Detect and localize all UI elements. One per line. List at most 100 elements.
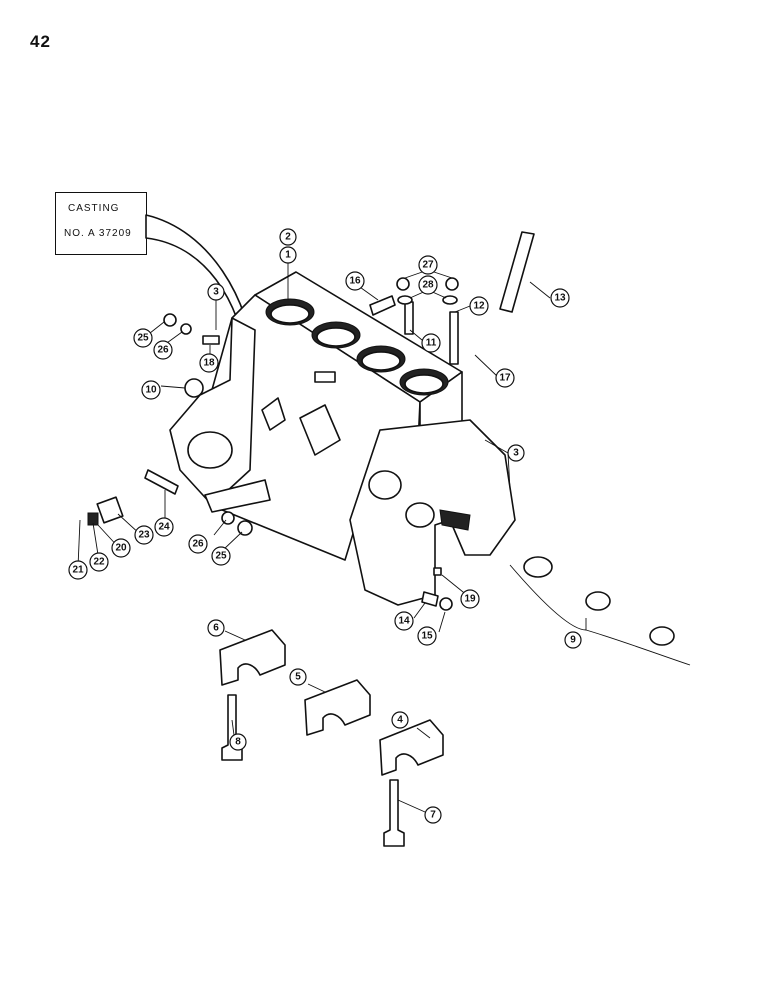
- nut-25b-shape: [237, 520, 253, 536]
- lower-rail: [204, 479, 271, 513]
- side-boss: [314, 371, 336, 383]
- side-port-2: [299, 404, 341, 456]
- callout-25-lower: 25: [211, 546, 231, 566]
- bearing-cap-6-shape: [219, 629, 286, 686]
- callout-4: 4: [391, 711, 409, 729]
- svg-text:24: 24: [158, 522, 170, 533]
- washer-28a-shape: [397, 295, 413, 305]
- nut-27b-shape: [445, 277, 459, 291]
- callout-14: 14: [394, 611, 414, 631]
- callout-3-upper: 3: [207, 283, 225, 301]
- callout-21: 21: [68, 560, 88, 580]
- cylinder-bore-1-inner: [270, 304, 310, 324]
- bolt-8-shape: [221, 694, 243, 761]
- fitting-14-shape: [421, 591, 439, 607]
- svg-text:1: 1: [285, 250, 291, 261]
- front-bore-1: [368, 470, 402, 500]
- callout-17: 17: [495, 368, 515, 388]
- bolt-24-shape: [144, 469, 179, 495]
- bushing-9a-shape: [523, 556, 553, 578]
- callout-9: 9: [564, 631, 582, 649]
- svg-text:10: 10: [145, 385, 157, 396]
- page-number: 42: [30, 32, 51, 51]
- svg-text:23: 23: [138, 530, 150, 541]
- svg-text:21: 21: [72, 565, 84, 576]
- cylinder-block: [169, 271, 516, 606]
- stud-12-shape: [449, 311, 459, 365]
- bearing-cap-5-shape: [304, 679, 371, 736]
- svg-text:25: 25: [137, 333, 149, 344]
- svg-text:11: 11: [426, 338, 437, 349]
- plug-10-shape: [184, 378, 204, 398]
- callout-7: 7: [424, 806, 442, 824]
- svg-text:13: 13: [554, 293, 566, 304]
- callout-13: 13: [550, 288, 570, 308]
- callout-27: 27: [418, 255, 438, 275]
- svg-text:26: 26: [192, 539, 204, 550]
- svg-text:22: 22: [93, 557, 105, 568]
- svg-text:16: 16: [349, 276, 361, 287]
- svg-text:20: 20: [115, 543, 127, 554]
- svg-text:28: 28: [422, 280, 434, 291]
- callout-3-right: 3: [507, 444, 525, 462]
- bolt-16-shape: [369, 295, 396, 316]
- svg-text:8: 8: [235, 737, 241, 748]
- callout-12: 12: [469, 296, 489, 316]
- callout-15: 15: [417, 626, 437, 646]
- callout-11: 11: [421, 333, 441, 353]
- side-port-1: [261, 397, 286, 431]
- callout-28: 28: [418, 275, 438, 295]
- cylinder-bore-2-inner: [316, 327, 356, 347]
- nut-27a-shape: [396, 277, 410, 291]
- rear-bore: [187, 431, 233, 469]
- bushing-9b-shape: [585, 591, 611, 611]
- svg-text:18: 18: [203, 358, 215, 369]
- callout-2: 2: [279, 228, 297, 246]
- callout-26-left: 26: [153, 340, 173, 360]
- svg-text:7: 7: [430, 810, 436, 821]
- svg-text:6: 6: [213, 623, 219, 634]
- svg-text:25: 25: [215, 551, 227, 562]
- callout-24: 24: [154, 517, 174, 537]
- dowel-18-shape: [202, 335, 220, 345]
- callout-25-left: 25: [133, 328, 153, 348]
- svg-text:4: 4: [397, 715, 403, 726]
- bearing-cap-4-shape: [379, 719, 444, 776]
- callout-10: 10: [141, 380, 161, 400]
- plate-23-shape: [96, 496, 124, 524]
- svg-text:19: 19: [464, 594, 476, 605]
- casting-label-line2: NO. A 37209: [64, 228, 132, 239]
- callout-16: 16: [345, 271, 365, 291]
- casting-label-line1: CASTING: [68, 203, 120, 214]
- nut-25a-shape: [163, 313, 177, 327]
- svg-text:15: 15: [421, 631, 433, 642]
- callout-19: 19: [460, 589, 480, 609]
- tube-13-shape: [499, 231, 535, 313]
- svg-text:9: 9: [570, 635, 576, 646]
- cylinder-bore-3-inner: [361, 351, 401, 371]
- callout-26-lower: 26: [188, 534, 208, 554]
- front-bore-2: [405, 502, 435, 528]
- callout-22: 22: [89, 552, 109, 572]
- svg-text:3: 3: [213, 287, 219, 298]
- bolt-7-shape: [383, 779, 405, 847]
- callout-1: 1: [279, 246, 297, 264]
- callout-20: 20: [111, 538, 131, 558]
- callout-18: 18: [199, 353, 219, 373]
- svg-text:27: 27: [422, 260, 434, 271]
- callout-23: 23: [134, 525, 154, 545]
- plug-19-shape: [433, 567, 442, 576]
- svg-text:2: 2: [285, 232, 291, 243]
- callout-6: 6: [207, 619, 225, 637]
- svg-text:5: 5: [295, 672, 301, 683]
- rear-flange: [169, 317, 256, 506]
- svg-text:12: 12: [473, 301, 485, 312]
- svg-text:3: 3: [513, 448, 519, 459]
- callout-8: 8: [229, 733, 247, 751]
- cylinder-bore-4-inner: [404, 374, 444, 394]
- front-bore-shadow: [439, 509, 471, 531]
- bushing-9c-shape: [649, 626, 675, 646]
- callout-5: 5: [289, 668, 307, 686]
- bushing-bracket: [509, 564, 691, 666]
